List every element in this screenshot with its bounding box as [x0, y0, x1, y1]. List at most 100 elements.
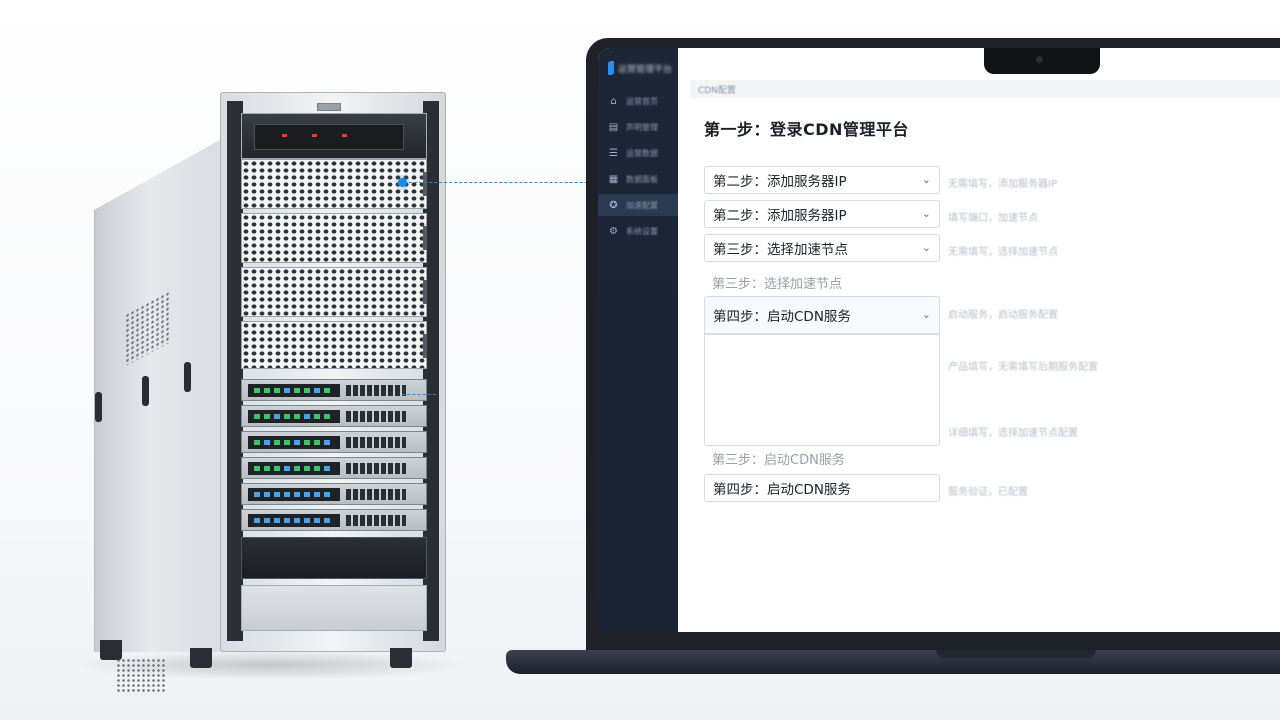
step-textarea[interactable] [704, 334, 940, 446]
document-icon: ▤ [608, 121, 619, 133]
main-content: CDN配置 第一步：登录CDN管理平台 第二步：添加服务器IP ⌄ 无需填写，添… [690, 48, 1280, 632]
network-ports [346, 411, 406, 422]
rack-unit-1u [241, 509, 427, 531]
laptop: 运营管理平台 ⌂ 运营首页 ▤ 声明管理 ☰ 运营数据 ▦ 数据面板 ✪ 加速配… [586, 38, 1280, 650]
network-ports [346, 385, 406, 396]
unit-tab [423, 280, 427, 304]
rack-unit-top [241, 113, 427, 159]
rack-side-vent-bottom [116, 658, 166, 692]
sidebar-item-acceleration[interactable]: ✪ 加速配置 [598, 194, 678, 216]
laptop-base-lip [936, 650, 1096, 658]
rack-foot [390, 648, 412, 668]
network-ports [346, 489, 406, 500]
rack-foot [190, 648, 212, 668]
page-title: 第一步：登录CDN管理平台 [704, 120, 909, 139]
chevron-down-icon: ⌄ [921, 207, 931, 220]
sidebar-item-home[interactable]: ⌂ 运营首页 [598, 90, 678, 112]
sidebar-item-label: 运营首页 [626, 96, 658, 106]
home-icon: ⌂ [610, 95, 617, 107]
step-helper: 无需填写，选择加速节点 [948, 247, 1058, 258]
sidebar-item-label: 运营数据 [626, 148, 658, 158]
connector-line [404, 182, 688, 183]
chevron-down-icon: ⌄ [921, 173, 931, 186]
network-ports [346, 437, 406, 448]
rack-rail [227, 101, 243, 641]
step-helper: 填写端口，加速节点 [948, 213, 1038, 224]
led-indicator [282, 134, 287, 137]
step-select-open[interactable]: 第四步：启动CDN服务 ⌄ [704, 296, 940, 334]
connector-line [402, 394, 436, 395]
rack-unit-1u [241, 431, 427, 453]
drive-bays [248, 410, 340, 423]
rack-unit-mesh [241, 267, 427, 317]
camera-icon [1036, 56, 1043, 63]
rack-unit-1u [241, 457, 427, 479]
logo-text: 运营管理平台 [617, 64, 672, 75]
step-helper: 无需填写，添加服务器IP [948, 179, 1057, 190]
sidebar-item-declarations[interactable]: ▤ 声明管理 [598, 116, 678, 138]
sidebar-item-label: 声明管理 [626, 122, 658, 132]
rack-handle [142, 376, 149, 406]
drive-bays [248, 384, 340, 397]
breadcrumb-bar: CDN配置 [690, 80, 1280, 98]
logo-icon [608, 61, 614, 75]
list-icon: ☰ [609, 147, 618, 159]
gear-icon: ✪ [609, 199, 618, 211]
rack-foot [100, 640, 122, 660]
rack-side-panel [94, 132, 234, 652]
rack-unit-mesh [241, 321, 427, 369]
step-label: 第四步：启动CDN服务 [713, 309, 851, 325]
step-label: 第二步：添加服务器IP [713, 174, 847, 190]
sidebar-item-data[interactable]: ☰ 运营数据 [598, 142, 678, 164]
rack-unit-mesh [241, 159, 427, 209]
led-indicator [312, 134, 317, 137]
sidebar: 运营管理平台 ⌂ 运营首页 ▤ 声明管理 ☰ 运营数据 ▦ 数据面板 ✪ 加速配… [598, 48, 678, 632]
step-label: 第二步：添加服务器IP [713, 208, 847, 224]
drive-bays [248, 514, 340, 527]
sidebar-item-label: 数据面板 [626, 174, 658, 184]
step-select[interactable]: 第二步：添加服务器IP ⌄ [704, 200, 940, 228]
unit-tab [423, 172, 427, 196]
textarea-helper: 详细填写，选择加速节点配置 [948, 428, 1078, 439]
sidebar-item-settings[interactable]: ⚙ 系统设置 [598, 220, 678, 242]
step-input[interactable]: 第四步：启动CDN服务 [704, 474, 940, 502]
rack-handle [184, 362, 191, 392]
rack-label [317, 103, 341, 111]
rack-unit-1u [241, 405, 427, 427]
rack-rail [423, 101, 439, 641]
rack-unit-1u [241, 379, 427, 401]
step-helper: 服务验证，已配置 [948, 487, 1028, 498]
drive-slot [254, 124, 404, 150]
step-select[interactable]: 第二步：添加服务器IP ⌄ [704, 166, 940, 194]
rack-side-vent [125, 289, 171, 367]
textarea-helper: 产品填写，无需填写后期服务配置 [948, 362, 1098, 373]
drive-bays [248, 488, 340, 501]
unit-tab [423, 334, 427, 358]
unit-tab [423, 226, 427, 250]
rack-unit-mesh [241, 213, 427, 263]
step-label: 第四步：启动CDN服务 [713, 482, 851, 498]
led-indicator [342, 134, 347, 137]
rack-blank-panel [241, 537, 427, 579]
network-ports [346, 515, 406, 526]
sidebar-item-label: 系统设置 [626, 226, 658, 236]
laptop-screen: 运营管理平台 ⌂ 运营首页 ▤ 声明管理 ☰ 运营数据 ▦ 数据面板 ✪ 加速配… [598, 48, 1280, 632]
step-select[interactable]: 第三步：选择加速节点 ⌄ [704, 234, 940, 262]
step-label-plain: 第三步：选择加速节点 [712, 277, 843, 292]
camera-notch [984, 48, 1100, 74]
step-label: 第三步：选择加速节点 [713, 242, 848, 258]
rack-handle [95, 392, 102, 422]
laptop-base [506, 650, 1280, 674]
server-rack [90, 92, 446, 692]
connector-dot [398, 178, 407, 187]
breadcrumb[interactable]: CDN配置 [698, 86, 736, 96]
chart-icon: ▦ [608, 173, 619, 185]
step-label-plain: 第三步：启动CDN服务 [712, 453, 845, 468]
settings-icon: ⚙ [609, 225, 618, 237]
step-helper: 启动服务，启动服务配置 [948, 310, 1058, 321]
drive-bays [248, 436, 340, 449]
sidebar-item-dashboard[interactable]: ▦ 数据面板 [598, 168, 678, 190]
app-logo[interactable]: 运营管理平台 [608, 60, 672, 76]
network-ports [346, 463, 406, 474]
drive-bays [248, 462, 340, 475]
